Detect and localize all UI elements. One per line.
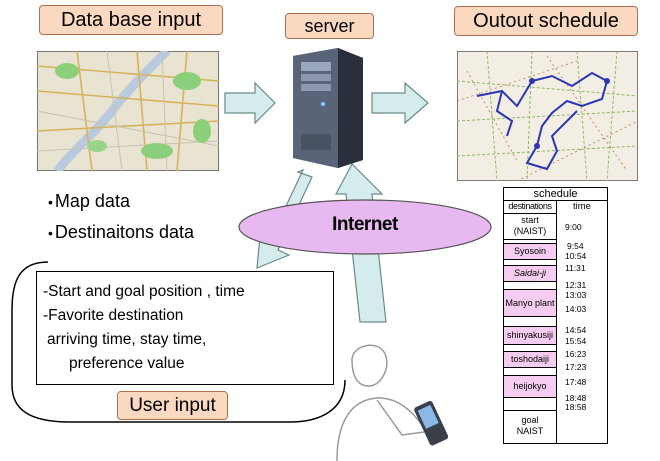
arrow-server-to-output: [371, 81, 429, 125]
schedule-table: schedule destinations time start (NAIST)…: [503, 187, 608, 444]
schedule-title: schedule: [504, 188, 607, 201]
internet-label: Internet: [332, 214, 398, 235]
schedule-time-8: 15:54: [565, 336, 587, 346]
database-input-title: Data base input: [39, 5, 223, 35]
schedule-time-7: 14:54: [565, 325, 587, 335]
schedule-row-1: Syosoin: [504, 243, 556, 260]
schedule-time-5: 13:03: [565, 290, 587, 300]
schedule-time-9: 16:23: [565, 349, 587, 359]
user-input-bracket: [11, 261, 346, 423]
user-person-icon: [336, 344, 449, 461]
schedule-col-time: time: [573, 201, 591, 212]
user-input-line-3: arriving time, stay time,: [47, 331, 207, 348]
schedule-row-5: toshodaiji: [504, 351, 556, 368]
database-item-map: Map data: [48, 186, 194, 217]
user-input-line-2: -Favorite destination: [43, 307, 184, 324]
schedule-time-6: 14:03: [565, 304, 587, 314]
output-route-map-image: [457, 51, 638, 181]
user-input-line-1: -Start and goal position , time: [43, 283, 245, 300]
database-item-destinations: Destinaitons data: [48, 217, 194, 248]
schedule-row-0: start (NAIST): [504, 213, 556, 240]
schedule-time-10: 17:23: [565, 362, 587, 372]
schedule-row-2: Saidai-ji: [504, 265, 556, 282]
schedule-column-divider: [556, 200, 557, 443]
schedule-time-2: 10:54: [565, 251, 587, 261]
server-title: server: [285, 13, 374, 39]
user-input-title: User input: [117, 391, 228, 420]
server-icon: [293, 48, 363, 168]
schedule-time-4: 12:31: [565, 280, 587, 290]
schedule-time-3: 11:31: [565, 263, 586, 273]
user-input-line-4: preference value: [69, 355, 185, 372]
database-map-image: [37, 51, 219, 171]
schedule-time-0: 9:00: [565, 222, 582, 232]
schedule-row-6: heijokyo: [504, 375, 556, 398]
database-items-list: Map data Destinaitons data: [48, 186, 194, 248]
output-schedule-title: Outout schedule: [454, 6, 638, 36]
schedule-time-12: 18:48: [565, 393, 587, 403]
internet-cloud: [238, 199, 492, 255]
schedule-col-destinations: destinations: [508, 201, 552, 211]
schedule-row-3: Manyo plant: [504, 289, 556, 317]
arrow-database-to-server: [224, 81, 276, 125]
schedule-row-4: shinyakusiji: [504, 326, 556, 345]
schedule-time-1: 9:54: [567, 241, 584, 251]
schedule-time-13: 18:58: [565, 402, 587, 412]
schedule-row-7: goal NAIST: [504, 410, 556, 445]
schedule-time-11: 17:48: [565, 377, 587, 387]
user-input-box: -Start and goal position , time -Favorit…: [36, 271, 334, 385]
